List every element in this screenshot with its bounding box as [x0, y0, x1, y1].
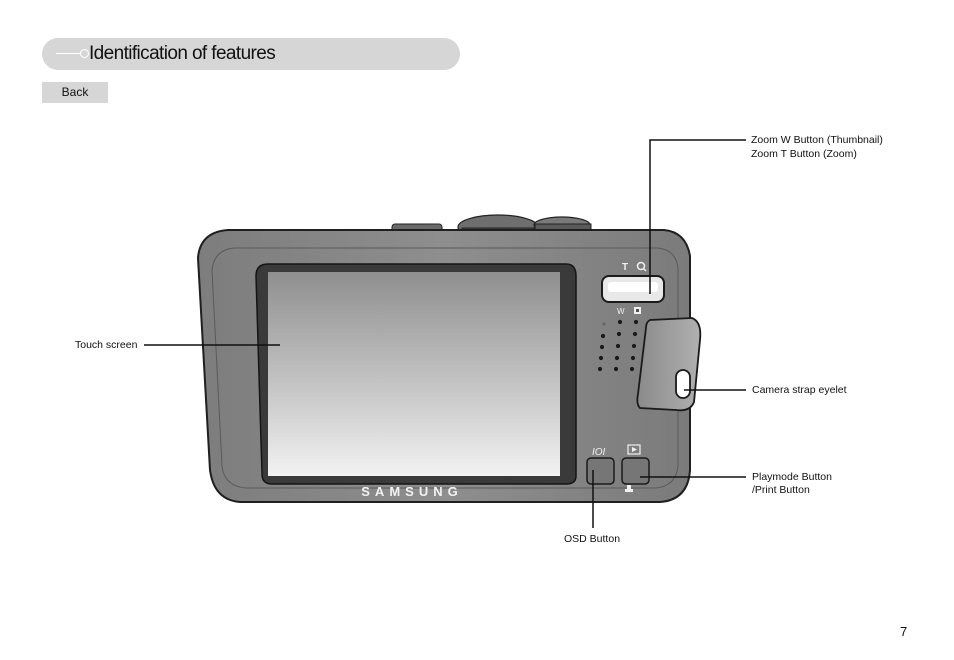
zoom-w-label: Zoom W Button (Thumbnail): [751, 134, 883, 146]
back-button[interactable]: Back: [42, 82, 108, 103]
strap-eyelet-label: Camera strap eyelet: [752, 384, 847, 396]
osd-label: OSD Button: [564, 533, 621, 545]
zoom-callout-line: [649, 139, 746, 294]
brand-logo: SAMSUNG: [361, 484, 462, 499]
page-title: Identification of features: [89, 43, 276, 64]
touch-screen: [255, 263, 577, 485]
zoom-t-label: Zoom T Button (Zoom): [751, 148, 857, 160]
page-number: 7: [900, 624, 908, 639]
title-decor-line: [56, 53, 82, 54]
zoom-lever[interactable]: T W: [601, 261, 665, 316]
callout-lines: [144, 139, 746, 528]
strap-eyelet: [636, 317, 702, 412]
svg-text:IOI: IOI: [592, 447, 606, 458]
touch-screen-label: Touch screen: [75, 339, 138, 351]
speaker-grille: [597, 319, 639, 372]
section-title-bar: Identification of features: [42, 38, 460, 70]
print-label: /Print Button: [752, 484, 810, 496]
svg-text:T: T: [622, 262, 628, 273]
svg-text:W: W: [617, 307, 625, 316]
title-decor-dot: [80, 49, 89, 58]
playmode-label: Playmode Button: [752, 471, 832, 483]
